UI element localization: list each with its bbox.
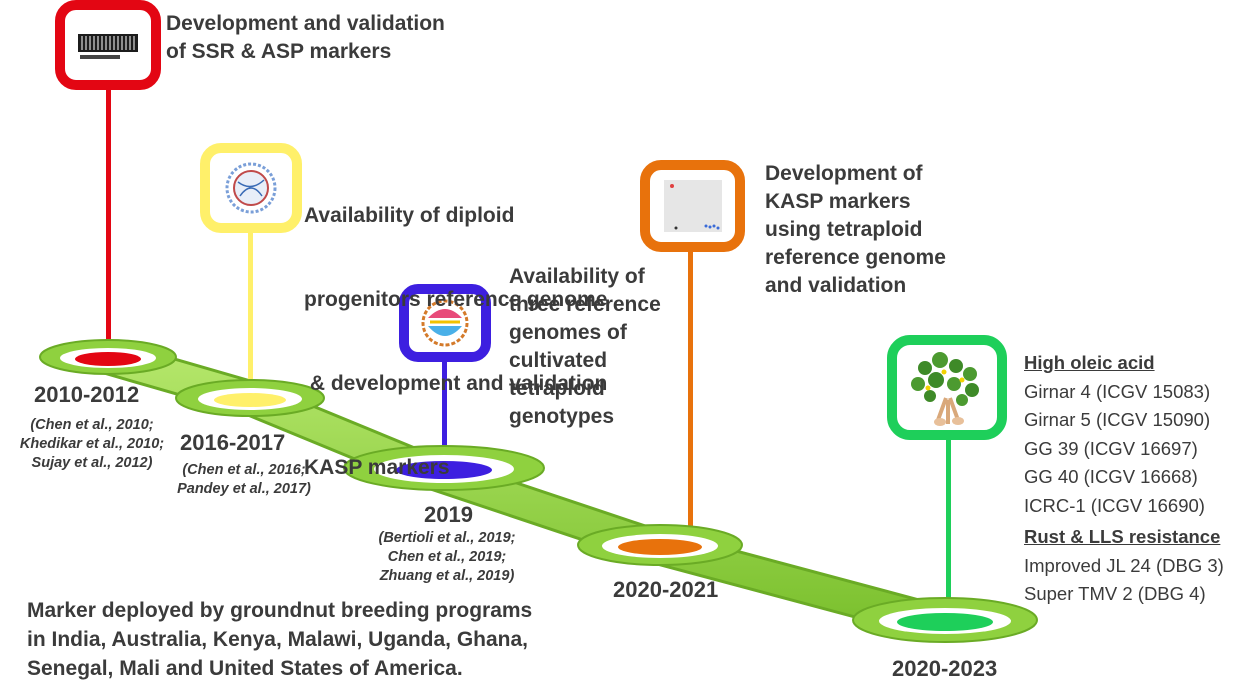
year-label-2016: 2016-2017 [180, 430, 286, 455]
variety-item: GG 39 (ICGV 16697) [1024, 437, 1198, 459]
year-label-2010: 2010-2012 [34, 382, 140, 407]
groundnut-plant-icon [887, 335, 1007, 440]
description-line: reference genome [765, 246, 946, 269]
kasp-scatter-plot-icon [640, 160, 745, 252]
year-label-2020-2021: 2020-2021 [613, 577, 719, 602]
rust-header: Rust & LLS resistance [1024, 526, 1221, 547]
description-line: Development and validation [166, 12, 445, 35]
deployment-note: Marker deployed by groundnut breeding pr… [27, 596, 532, 683]
year-label-2020-2023: 2020-2023 [892, 656, 998, 681]
stem-2019 [442, 357, 447, 467]
description-line: genomes of [509, 321, 627, 344]
variety-item: Girnar 5 (ICGV 15090) [1024, 409, 1211, 430]
citation-line: Zhuang et al., 2019) [379, 568, 515, 584]
description-line: Availability of [509, 265, 645, 288]
circos-genome-icon-2016 [200, 143, 302, 233]
circos-genome-icon-2019 [399, 284, 491, 362]
citations-2016: (Chen et al., 2016; Pandey et al., 2017) [164, 461, 324, 499]
description-line: Availability of diploid [304, 204, 515, 227]
node-2010 [39, 339, 177, 375]
node-2020-2023 [852, 597, 1038, 643]
node-2019 [343, 445, 545, 491]
description-line: progenitors reference genome [304, 288, 608, 311]
stem-2020-2021 [688, 245, 693, 545]
citation-line: Pandey et al., 2017) [177, 481, 311, 497]
citation-line: (Bertioli et al., 2019; [378, 530, 516, 546]
gel-electrophoresis-icon [55, 0, 161, 90]
year-label-2019: 2019 [424, 502, 473, 527]
description-line: KASP markers [304, 456, 450, 479]
stem-2016 [248, 226, 253, 396]
variety-item: GG 40 (ICGV 16668) [1024, 466, 1198, 487]
stem-2010 [106, 72, 111, 356]
citations-2019: (Bertioli et al., 2019; Chen et al., 201… [362, 529, 532, 586]
citation-line: (Chen et al., 2010; [30, 417, 154, 433]
node-2020-2021 [577, 524, 743, 566]
description-line: and validation [765, 274, 907, 297]
description-line: of SSR & ASP markers [166, 40, 392, 63]
milestone-2010-description: Development and validation of SSR & ASP … [166, 10, 445, 66]
description-line: cultivated [509, 349, 608, 372]
description-line: & development and validation [304, 372, 608, 395]
citation-line: Sujay et al., 2012) [31, 455, 153, 471]
footer-line: Marker deployed by groundnut breeding pr… [27, 599, 533, 622]
footer-line: Senegal, Mali and United States of Ameri… [27, 657, 463, 680]
description-line: three reference [509, 293, 661, 316]
description-line: Development of [765, 162, 923, 185]
variety-item: Improved JL 24 (DBG 3) [1024, 554, 1224, 576]
milestone-2019-description: Availability of three reference genomes … [509, 263, 661, 431]
variety-item: Girnar 4 (ICGV 15083) [1024, 380, 1211, 402]
node-2016 [175, 379, 325, 417]
citation-line: Chen et al., 2019; [387, 549, 507, 565]
description-line: KASP markers [765, 190, 911, 213]
milestone-2016-description: Availability of diploid progenitors refe… [304, 146, 607, 510]
varieties-list: High oleic acid Girnar 4 (ICGV 15083) Gi… [1024, 349, 1224, 609]
high-oleic-header: High oleic acid [1024, 352, 1155, 373]
variety-item: ICRC-1 (ICGV 16690) [1024, 494, 1205, 516]
citation-line: Khedikar et al., 2010; [19, 436, 165, 452]
description-line: genotypes [509, 405, 615, 428]
citation-line: (Chen et al., 2016; [182, 462, 306, 478]
description-line: using tetraploid [765, 218, 923, 241]
variety-item: Super TMV 2 (DBG 4) [1024, 583, 1206, 604]
description-line: tetraploid [509, 377, 605, 400]
citations-2010: (Chen et al., 2010; Khedikar et al., 201… [6, 416, 178, 473]
footer-line: in India, Australia, Kenya, Malawi, Ugan… [27, 628, 529, 651]
milestone-2020-2021-description: Development of KASP markers using tetrap… [765, 160, 946, 300]
stem-2020-2023 [946, 433, 951, 618]
